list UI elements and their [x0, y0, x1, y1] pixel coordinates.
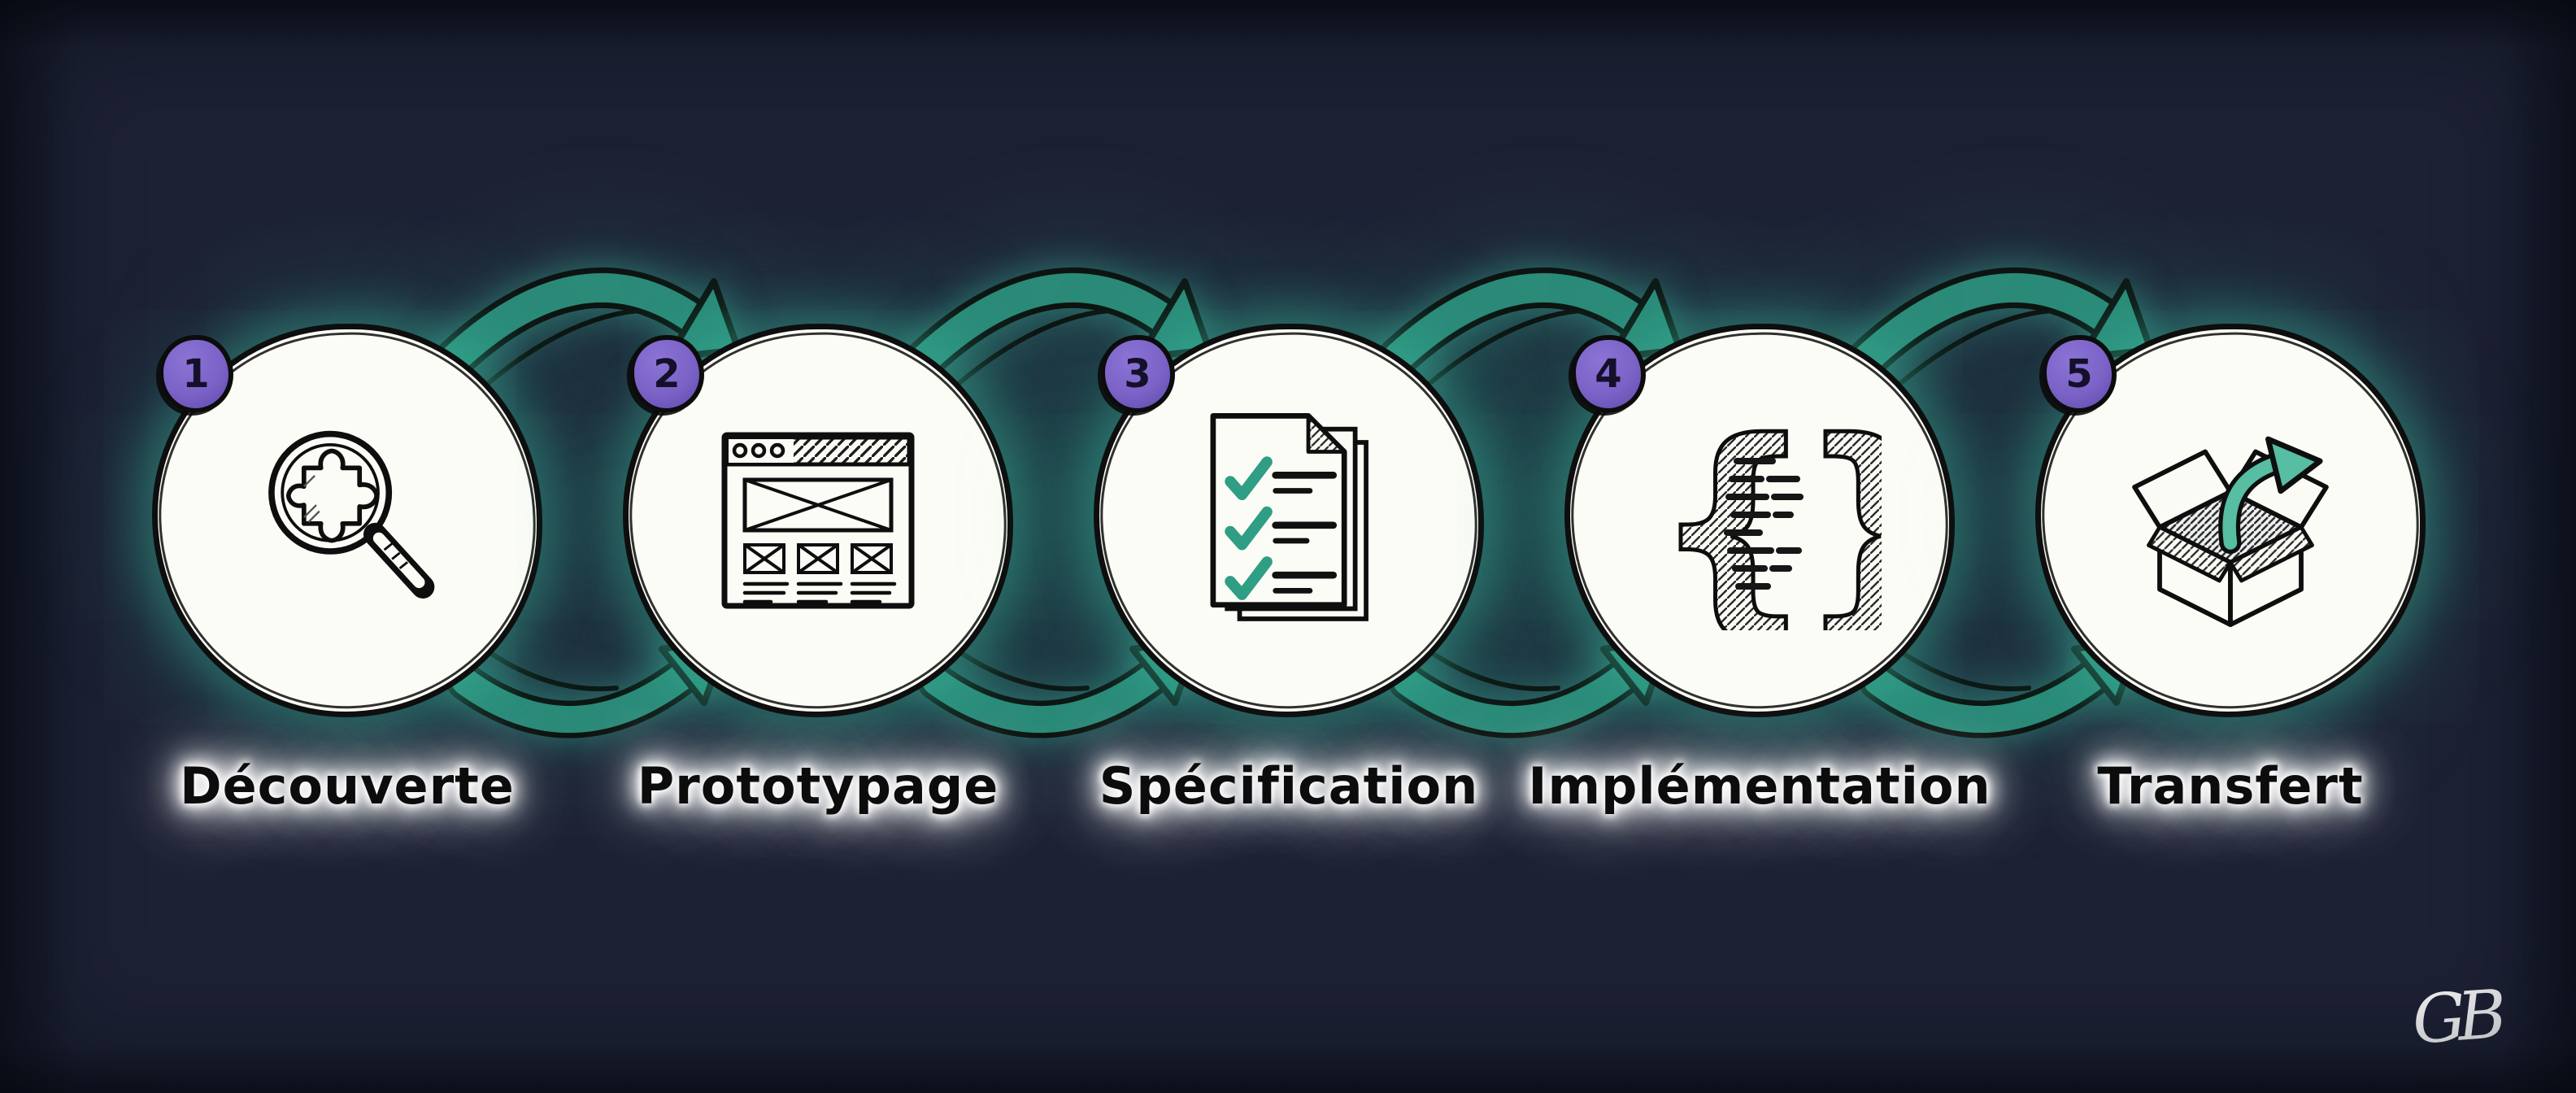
- step-label: Spécification: [1099, 756, 1479, 816]
- artist-signature: GB: [2410, 976, 2502, 1060]
- step-number-badge: 5: [2042, 335, 2117, 413]
- process-step-3: 3: [1094, 324, 1484, 717]
- step-number: 1: [182, 351, 210, 397]
- step-number: 5: [2065, 351, 2093, 397]
- step-label: Découverte: [180, 756, 515, 816]
- process-step-1: 1: [152, 324, 542, 717]
- step-number-badge: 2: [629, 335, 704, 413]
- step-number: 2: [653, 351, 681, 397]
- step-number-badge: 3: [1100, 335, 1175, 413]
- process-step-5: 5: [2035, 324, 2426, 717]
- open-box-arrow-icon: [2113, 409, 2348, 633]
- step-number: 3: [1124, 351, 1151, 397]
- step-number-badge: 4: [1571, 335, 1646, 413]
- process-step-2: 2: [623, 324, 1013, 717]
- svg-text:}: }: [1797, 411, 1882, 630]
- step-label: Transfert: [2097, 756, 2364, 816]
- step-label: Implémentation: [1528, 756, 1991, 816]
- process-step-4: { } 4: [1564, 324, 1955, 717]
- step-number-badge: 1: [159, 335, 233, 413]
- checklist-icon: [1191, 403, 1386, 638]
- svg-text:{: {: [1652, 411, 1814, 630]
- step-label: Prototypage: [637, 756, 999, 816]
- magnifier-puzzle-icon: [239, 412, 455, 629]
- browser-wireframe-icon: [712, 423, 924, 618]
- code-braces-icon: { }: [1638, 411, 1882, 630]
- step-number: 4: [1595, 351, 1622, 397]
